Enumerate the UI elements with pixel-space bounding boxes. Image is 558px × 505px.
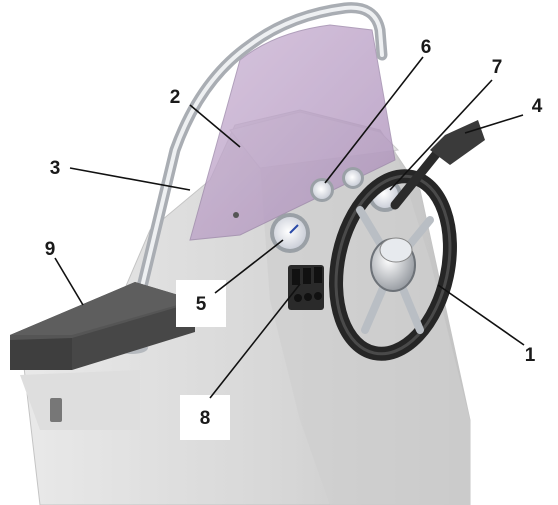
small-gauge-secondary: [342, 167, 364, 189]
leader-line-7: [389, 79, 493, 191]
leader-line-8: [209, 283, 301, 399]
callout-6: 6: [421, 37, 432, 58]
seat: [10, 282, 195, 430]
leader-line-3: [69, 167, 191, 191]
callout-4: 4: [532, 96, 543, 117]
callout-9: 9: [45, 239, 56, 260]
seat-latch: [50, 398, 62, 422]
label-box-8: [180, 395, 230, 440]
steering-wheel: [329, 169, 457, 361]
switch-panel: [288, 265, 324, 310]
callout-2: 2: [170, 87, 181, 108]
callout-8: 8: [200, 408, 211, 429]
label-box-5: [176, 280, 226, 327]
leader-line-6: [324, 56, 424, 184]
leader-line-4: [464, 114, 524, 134]
callout-1: 1: [525, 345, 536, 366]
windshield-bolt: [233, 212, 239, 218]
leader-line-1: [437, 284, 525, 346]
leader-line-5: [214, 239, 284, 294]
leader-line-9: [54, 257, 84, 306]
tachometer-gauge: [270, 213, 310, 253]
callout-5: 5: [196, 294, 207, 315]
callout-3: 3: [50, 158, 61, 179]
small-gauge: [310, 178, 334, 202]
callout-7: 7: [492, 57, 503, 78]
leader-line-2: [189, 104, 241, 148]
windshield: [189, 24, 396, 241]
